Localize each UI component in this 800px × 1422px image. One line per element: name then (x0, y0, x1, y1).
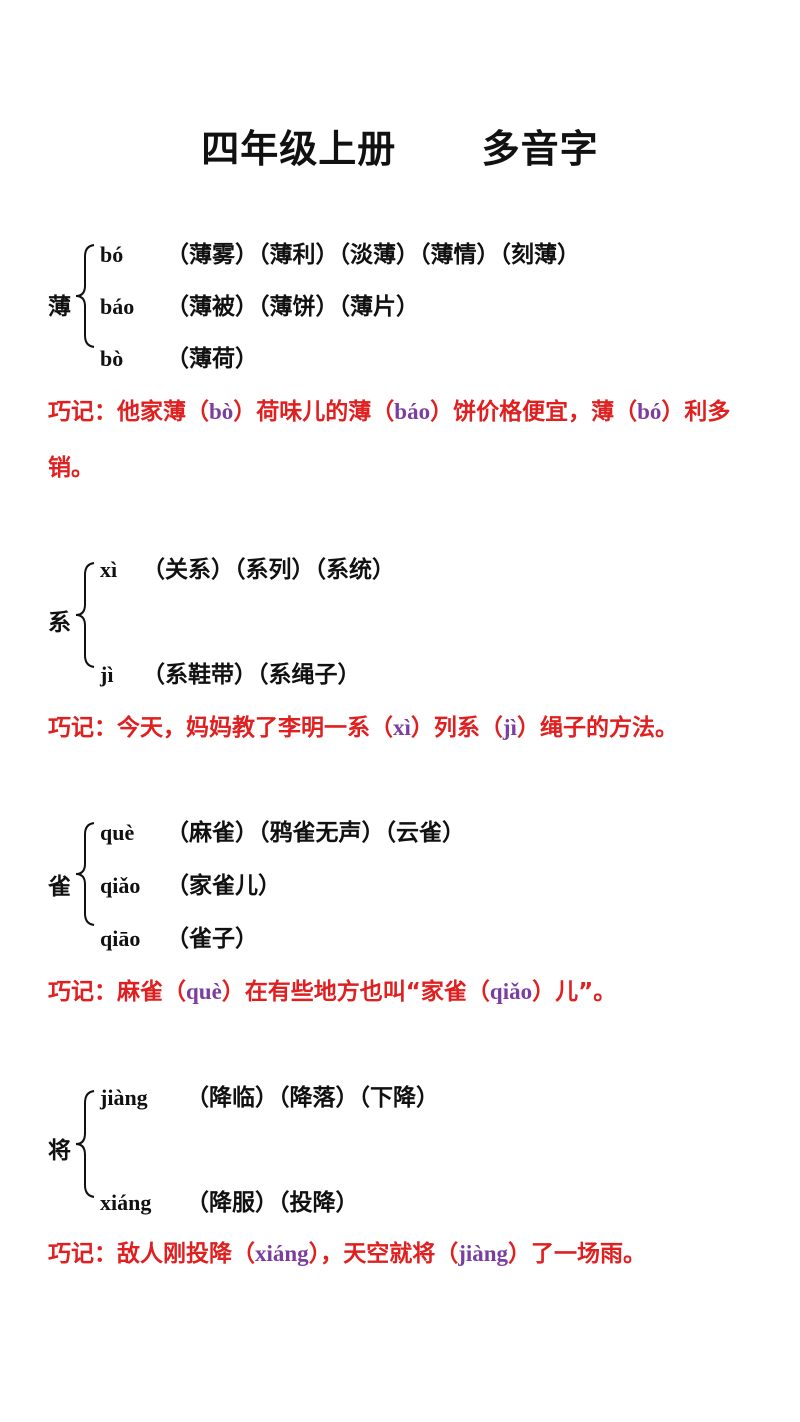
tip-text: ）儿”。 (532, 979, 617, 1005)
example-words: （雀子） (166, 926, 258, 952)
example-words: （麻雀）（鸦雀无声）（云雀） (166, 820, 465, 846)
tip-pinyin: jì (502, 715, 517, 740)
example-words: （薄荷） (166, 346, 258, 372)
tip-text: 巧记：他家薄（ (48, 399, 209, 425)
reading-row: jiàng （降临）（降落）（下降） (100, 1083, 439, 1113)
memory-tip: 巧记：今天，妈妈教了李明一系（xì）列系（jì）绳子的方法。 (48, 700, 760, 756)
reading-row: xì （关系）（系列）（系统） (100, 555, 395, 585)
pinyin: qiāo (100, 926, 141, 951)
reading-row: báo （薄被）（薄饼）（薄片） (100, 292, 419, 322)
tip-text: 巧记：麻雀（ (48, 979, 186, 1005)
example-words: （薄被）（薄饼）（薄片） (166, 294, 419, 320)
example-words: （关系）（系列）（系统） (142, 557, 395, 583)
example-words: （薄雾）（薄利）（淡薄）（薄情）（刻薄） (166, 242, 580, 268)
example-words: （系鞋带）（系绳子） (142, 662, 361, 688)
brace-icon (74, 562, 96, 668)
entry-character: 雀 (48, 874, 71, 900)
tip-pinyin: què (186, 979, 222, 1004)
reading-row: xiáng （降服）（投降） (100, 1188, 359, 1218)
brace-icon (74, 244, 96, 348)
entry-character: 系 (48, 610, 71, 636)
entry-character: 薄 (48, 294, 71, 320)
page-title: 四年级上册 多音字 (201, 127, 599, 171)
tip-text: ）列系（ (410, 715, 503, 741)
reading-row: què （麻雀）（鸦雀无声）（云雀） (100, 818, 465, 848)
pinyin: què (100, 820, 135, 845)
entry-character: 将 (48, 1138, 71, 1164)
pinyin: qiǎo (100, 873, 141, 898)
tip-text: ）在有些地方也叫“家雀（ (221, 979, 490, 1005)
tip-text: ）绳子的方法。 (516, 715, 678, 741)
pinyin: bò (100, 346, 124, 371)
pinyin: xì (100, 557, 118, 582)
reading-row: bó （薄雾）（薄利）（淡薄）（薄情）（刻薄） (100, 240, 580, 270)
tip-pinyin: báo (394, 399, 431, 424)
tip-text: 巧记：敌人刚投降（ (48, 1241, 255, 1267)
tip-pinyin: xì (393, 715, 411, 740)
tip-text: ），天空就将（ (308, 1241, 459, 1267)
example-words: （家雀儿） (166, 873, 281, 899)
reading-row: bò （薄荷） (100, 344, 258, 374)
pinyin: bó (100, 242, 124, 267)
reading-row: jì （系鞋带）（系绳子） (100, 660, 361, 690)
pinyin: báo (100, 294, 135, 319)
tip-pinyin: qiǎo (489, 979, 533, 1004)
brace-icon (74, 1090, 96, 1198)
pinyin: jiàng (100, 1085, 148, 1110)
pinyin: jì (100, 662, 114, 687)
tip-pinyin: jiàng (458, 1241, 509, 1266)
tip-pinyin: xiáng (255, 1241, 309, 1266)
memory-tip: 巧记：麻雀（què）在有些地方也叫“家雀（qiǎo）儿”。 (48, 964, 760, 1020)
tip-pinyin: bó (637, 399, 662, 424)
tip-text: 巧记：今天，妈妈教了李明一系（ (48, 715, 393, 741)
pinyin: xiáng (100, 1190, 152, 1215)
reading-row: qiāo （雀子） (100, 924, 258, 954)
example-words: （降服）（投降） (186, 1190, 359, 1216)
memory-tip: 巧记：敌人刚投降（xiáng），天空就将（jiàng）了一场雨。 (48, 1226, 760, 1282)
brace-icon (74, 822, 96, 926)
tip-text: ）荷味儿的薄（ (233, 399, 395, 425)
example-words: （降临）（降落）（下降） (186, 1085, 439, 1111)
tip-text: ）了一场雨。 (508, 1241, 647, 1267)
memory-tip: 巧记：他家薄（bò）荷味儿的薄（báo）饼价格便宜，薄（bó）利多销。 (48, 384, 760, 496)
reading-row: qiǎo （家雀儿） (100, 871, 281, 901)
tip-text: ）利多销。 (48, 399, 731, 481)
tip-text: ）饼价格便宜，薄（ (430, 399, 638, 425)
tip-pinyin: bò (209, 399, 234, 424)
